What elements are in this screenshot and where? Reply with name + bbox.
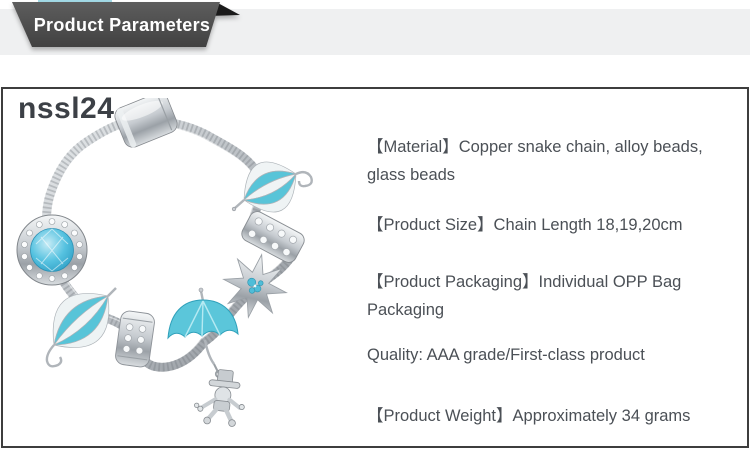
spec-material-text: Copper snake chain, alloy beads, glass b… bbox=[367, 137, 703, 184]
spec-quality: Quality: AAA grade/First-class product bbox=[367, 341, 725, 369]
content-box bbox=[1, 87, 749, 448]
spec-size-label: 【Product Size】 bbox=[367, 215, 494, 234]
open-umbrella-charm bbox=[167, 287, 239, 365]
spec-packaging-label: 【Product Packaging】 bbox=[367, 272, 539, 291]
barrel-clasp bbox=[114, 98, 178, 148]
star-charm bbox=[222, 253, 288, 319]
spec-weight-text: Approximately 34 grams bbox=[512, 406, 691, 425]
spec-packaging: 【Product Packaging】Individual OPP Bag Pa… bbox=[367, 268, 725, 324]
umbrella-charm-top-right bbox=[231, 161, 313, 213]
product-code: nssl24 bbox=[18, 92, 115, 125]
ribbon-shape bbox=[12, 2, 240, 47]
umbrella-charm-bottom-left bbox=[45, 287, 117, 368]
spec-size-text: Chain Length 18,19,20cm bbox=[493, 215, 683, 234]
spec-packaging-text: Individual OPP Bag Packaging bbox=[367, 272, 682, 319]
spec-weight: 【Product Weight】Approximately 34 grams bbox=[367, 402, 725, 430]
doll-charm bbox=[194, 363, 245, 427]
spec-weight-label: 【Product Weight】 bbox=[367, 406, 513, 425]
crystal-bar-bead bbox=[241, 211, 305, 263]
bracelet-image bbox=[16, 98, 313, 427]
crystal-clip-bead bbox=[115, 310, 155, 368]
spec-size: 【Product Size】Chain Length 18,19,20cm bbox=[367, 211, 725, 239]
ribbon-body bbox=[12, 2, 220, 47]
spec-quality-text: Quality: AAA grade/First-class product bbox=[367, 345, 645, 364]
ribbon-label: Product Parameters bbox=[33, 15, 211, 35]
spec-material: 【Material】Copper snake chain, alloy bead… bbox=[367, 133, 725, 189]
blue-crystal-bead bbox=[16, 214, 88, 286]
ribbon-banner: Product Parameters bbox=[4, 0, 246, 54]
spec-material-label: 【Material】 bbox=[367, 137, 459, 156]
